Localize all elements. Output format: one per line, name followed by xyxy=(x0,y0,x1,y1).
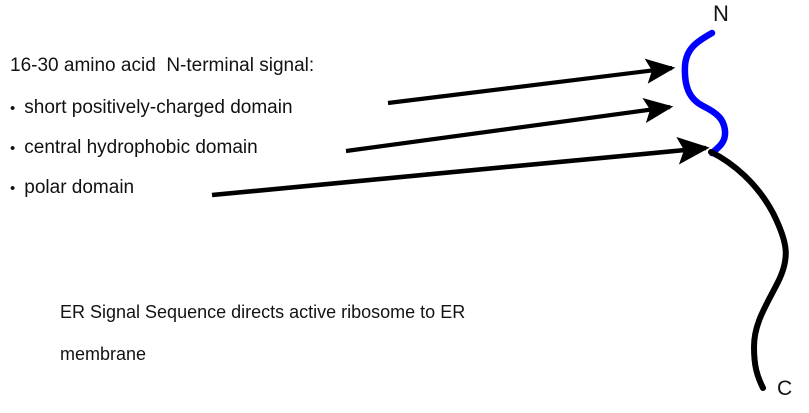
heading-text: 16-30 amino acid N-terminal signal: xyxy=(10,55,315,76)
bullet-marker-icon: • xyxy=(10,100,16,117)
mature-protein-chain xyxy=(708,149,789,391)
bullet-label: central hydrophobic domain xyxy=(24,137,258,158)
bullet-label: polar domain xyxy=(24,177,135,198)
arrow-to-polar-domain xyxy=(211,136,710,198)
c-terminus-label: C xyxy=(777,377,793,400)
caption-line-two: membrane xyxy=(60,344,147,364)
bullet-marker-icon: • xyxy=(10,180,16,197)
signal-peptide-chain xyxy=(681,29,729,157)
bullet-item-short-positively-charged-domain: • short positively-charged domain xyxy=(10,97,293,119)
bullet-item-central-hydrophobic-domain: • central hydrophobic domain xyxy=(10,137,258,159)
arrow-to-hydrophobic-domain xyxy=(345,98,674,154)
n-terminus-label: N xyxy=(713,1,729,26)
bullet-item-polar-domain: • polar domain xyxy=(10,177,134,199)
caption-line-one: ER Signal Sequence directs active riboso… xyxy=(60,302,466,322)
arrow-to-positively-charged-domain xyxy=(387,58,676,106)
bullet-label: short positively-charged domain xyxy=(24,97,293,118)
bullet-marker-icon: • xyxy=(10,140,16,157)
